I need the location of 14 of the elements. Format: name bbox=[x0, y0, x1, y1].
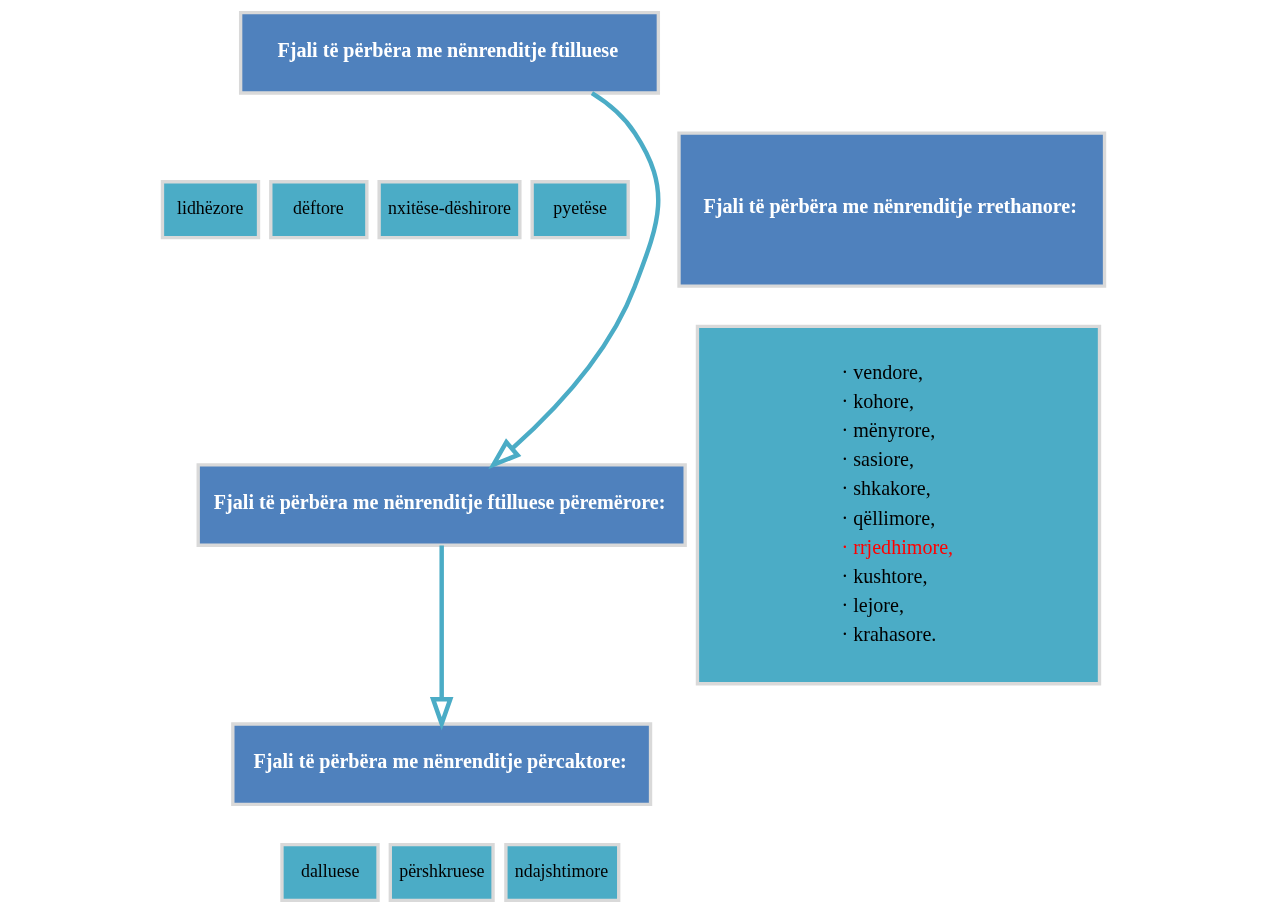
node-box: Fjali të përbëra me nënrenditje përcaktore: bbox=[230, 722, 652, 807]
node-box: Fjali të përbëra me nënrenditje rrethanore: bbox=[676, 131, 1106, 288]
node-box: pyetëse bbox=[529, 180, 630, 240]
node-box: dalluese bbox=[279, 842, 380, 903]
node-box: përshkruese bbox=[388, 842, 495, 903]
node-box: Fjali të përbëra me nënrenditje ftilluese përemërore: bbox=[196, 463, 687, 547]
node-box: Fjali të përbëra me nënrenditje ftilluese bbox=[238, 10, 660, 95]
arrow bbox=[487, 91, 660, 470]
node-box: dëftore bbox=[268, 180, 369, 240]
arrow bbox=[429, 545, 453, 731]
node-box: ndajshtimore bbox=[503, 842, 620, 903]
node-box: lidhëzore bbox=[160, 180, 260, 240]
node-box: · vendore, · kohore, · mënyrore, · sasiore, · shkakore, · qëllimore, · rrjedhimore, · kushtore, · lejore, · krahasore. bbox=[695, 324, 1101, 686]
node-box: nxitëse-dëshirore bbox=[376, 180, 522, 240]
